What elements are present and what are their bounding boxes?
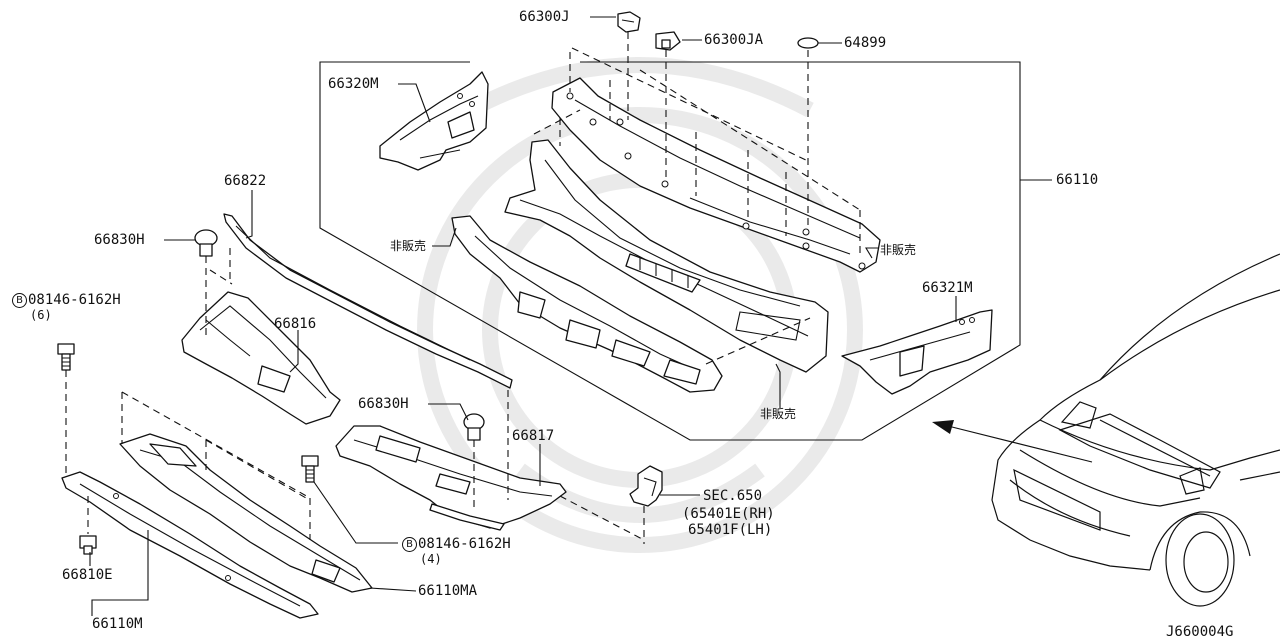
label-66110MA: 66110MA	[418, 583, 478, 599]
label-64899: 64899	[844, 35, 887, 51]
seal-strip-66822	[223, 213, 513, 389]
label-66810E: 66810E	[62, 567, 113, 583]
clip-66830H-upper	[194, 229, 218, 257]
bolt-code-lower: 08146-6162H	[418, 536, 511, 552]
clip-66830H-lower	[463, 413, 485, 441]
bolt-lower-middle	[301, 455, 319, 483]
plug-64899	[797, 37, 819, 49]
upper-cowl-panel	[551, 77, 881, 273]
label-65401E: (65401E(RH)	[682, 506, 775, 522]
bracket-66321M	[841, 309, 993, 395]
bolt-symbol-icon: B	[402, 537, 417, 552]
bolt-code-upper: 08146-6162H	[28, 292, 121, 308]
label-66321M: 66321M	[922, 280, 973, 296]
bolt-qty-lower: (4)	[420, 552, 442, 566]
bracket-66320M	[379, 71, 489, 171]
label-sec650: SEC.650	[703, 488, 763, 504]
clip-66300JA	[655, 31, 681, 51]
cowl-top-main	[504, 139, 829, 373]
hood-hinge-sec650	[629, 465, 663, 507]
cowl-top-right-66817	[335, 425, 567, 531]
label-66300JA: 66300JA	[704, 32, 764, 48]
bolt-upper-left	[57, 343, 75, 371]
label-66320M: 66320M	[328, 76, 379, 92]
assembly-frame-66110	[319, 61, 1021, 441]
assembly-dash-lines	[65, 32, 861, 544]
label-66822: 66822	[224, 173, 267, 189]
location-arrow	[932, 420, 1093, 463]
label-66110: 66110	[1056, 172, 1099, 188]
label-66110M: 66110M	[92, 616, 143, 632]
cowl-lower-reinforcement	[451, 215, 723, 393]
label-66816: 66816	[274, 316, 317, 332]
bolt-symbol-icon: B	[12, 293, 27, 308]
label-not-for-sale-3: 非販売	[760, 407, 797, 421]
label-66830H-upper: 66830H	[94, 232, 145, 248]
cowl-member-66110M	[61, 471, 319, 619]
cowl-top-left-66816	[181, 291, 341, 425]
diagram-id: J660004G	[1166, 624, 1234, 639]
cowl-cover-66110MA	[119, 433, 373, 593]
label-66830H-lower: 66830H	[358, 396, 409, 412]
vehicle-outline	[991, 253, 1280, 607]
bolt-qty-upper: (6)	[30, 308, 52, 322]
label-66817: 66817	[512, 428, 555, 444]
label-not-for-sale-1: 非販売	[390, 239, 427, 253]
label-not-for-sale-2: 非販売	[880, 243, 917, 257]
clip-66300J	[617, 11, 641, 33]
label-65401F: 65401F(LH)	[688, 522, 773, 538]
nut-66810E	[79, 535, 97, 555]
leader-lines	[89, 16, 957, 616]
label-66300J: 66300J	[519, 9, 570, 25]
